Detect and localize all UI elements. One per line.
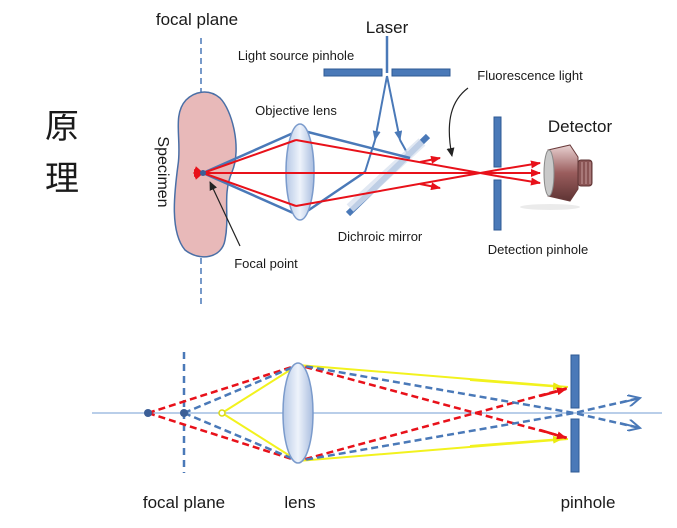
blue-ray-upper-arrow <box>619 423 640 428</box>
bottom-lens <box>282 362 314 464</box>
yellow-ray-upper-arrow <box>469 379 563 391</box>
laser-to-lens-lower <box>299 170 366 218</box>
bottom-lens-label: lens <box>284 493 315 512</box>
laser-ray-left <box>372 75 388 141</box>
far-point-dot <box>144 409 152 417</box>
top-focal-plane-label: focal plane <box>156 10 238 29</box>
fluor-ray-out-upper <box>496 160 541 171</box>
fluorescence-light-label: Fluorescence light <box>477 68 583 83</box>
fluor-ray-lower-right <box>295 169 498 207</box>
detection-pinhole-label: Detection pinhole <box>488 242 588 257</box>
laser-ray-right <box>386 75 403 141</box>
specimen-label: Specimen <box>154 136 171 207</box>
near-point-dot <box>218 409 226 417</box>
red-ray-upper-arrow <box>539 428 567 440</box>
focal-point-label: Focal point <box>234 256 298 271</box>
red-ray-lower-arrow <box>539 387 567 398</box>
focal-point-dot <box>200 170 206 176</box>
light-source-pinhole-right-plate <box>391 68 451 77</box>
fluor-ray-out-lower <box>496 175 541 186</box>
laser-label: Laser <box>366 18 409 37</box>
dichroic-mirror-label: Dichroic mirror <box>338 229 423 244</box>
light-source-pinhole-left-plate <box>323 68 383 77</box>
fluor-ray-upper-right <box>295 139 498 177</box>
fluorescence-light-pointer <box>446 87 469 157</box>
blue-ray-lower <box>183 396 641 463</box>
fluor-ray-lower-arrow <box>419 182 441 191</box>
lens-to-focus-upper <box>202 128 301 175</box>
fluor-ray-upper-arrow <box>419 155 441 164</box>
focal-point-pointer <box>209 181 241 247</box>
detector-label: Detector <box>548 117 613 136</box>
detection-pinhole-lower-plate <box>493 179 502 231</box>
bottom-pinhole-label: pinhole <box>561 493 616 512</box>
laser-to-lens-upper <box>299 128 411 160</box>
detection-pinhole-upper-plate <box>493 116 502 168</box>
lens-to-focus-lower <box>202 171 301 218</box>
bottom-pinhole-upper-plate <box>570 354 580 409</box>
dichroic-mirror-glass <box>346 138 426 212</box>
yellow-ray-lower-arrow <box>469 435 563 447</box>
light-source-pinhole-label: Light source pinhole <box>238 48 354 63</box>
blue-ray-lower-arrow <box>619 398 640 403</box>
fluor-ray-lower-left <box>193 166 297 207</box>
focal-plane-point-dot <box>180 409 188 417</box>
laser-ray-left-lower <box>364 139 376 173</box>
objective-lens-label: Objective lens <box>255 103 337 118</box>
bottom-focal-plane-label: focal plane <box>143 493 225 512</box>
title-char-2: 理 <box>45 160 79 198</box>
bottom-pinhole-lower-plate <box>570 418 580 473</box>
detector-icon <box>520 144 593 210</box>
blue-ray-upper <box>183 363 641 430</box>
title-char-1: 原 <box>45 108 79 146</box>
fluor-ray-upper-left <box>193 139 297 180</box>
